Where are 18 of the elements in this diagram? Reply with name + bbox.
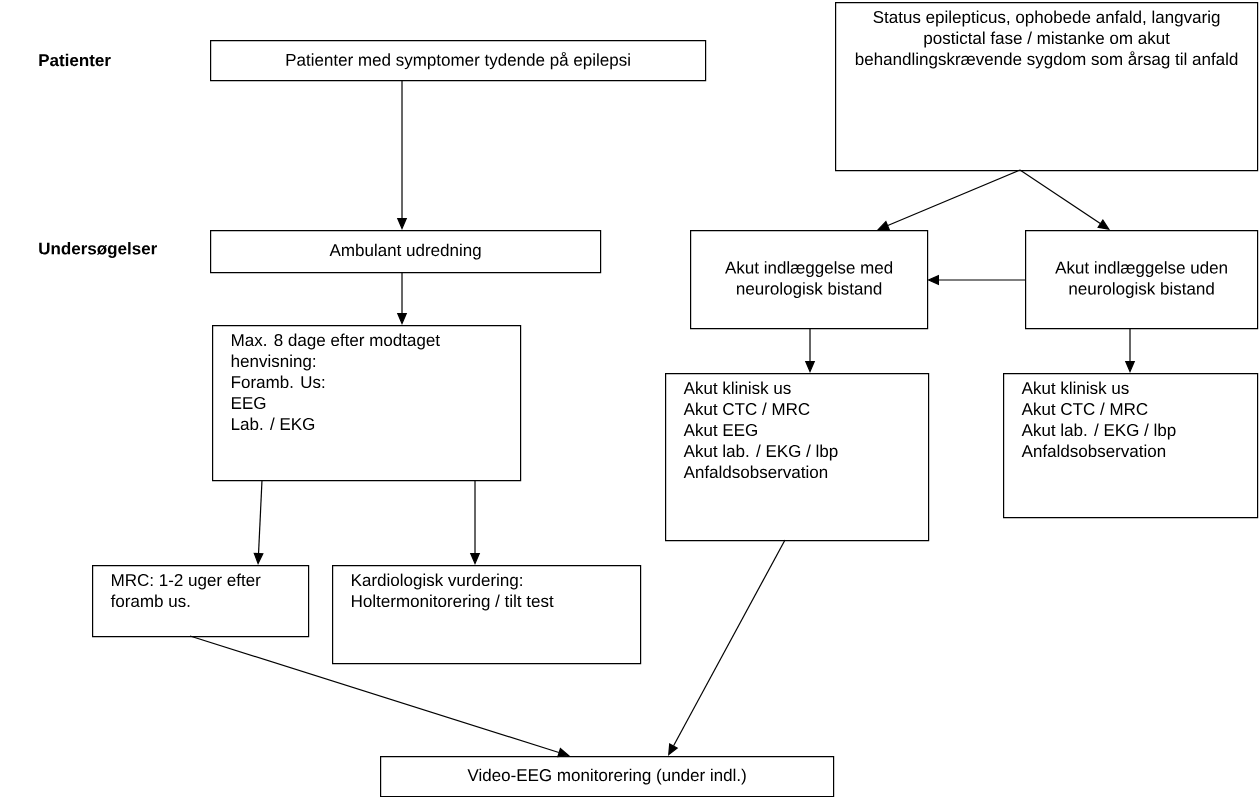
arrow (877, 169, 1021, 231)
process-box: MRC: 1-2 uger efter foramb us. (92, 565, 310, 638)
process-box: Akut indlæggelse uden neurologisk bistand (1025, 230, 1259, 330)
row-label: Patienter (39, 53, 111, 67)
arrow (253, 479, 264, 565)
arrow (668, 539, 786, 756)
arrow (1019, 169, 1110, 230)
process-box: Akut klinisk us Akut CTC / MRC Akut lab. / EKG / lbp Anfaldsobservation (1003, 373, 1259, 519)
process-box: Akut klinisk us Akut CTC / MRC Akut EEG Akut lab. / EKG / lbp Anfaldsobservation (665, 373, 930, 542)
process-box: Akut indlæggelse med neurologisk bistand (690, 230, 929, 330)
process-box: Kardiologisk vurdering: Holtermonitorering / tilt test (332, 565, 642, 665)
row-label: Undersøgelser (39, 242, 157, 258)
process-box: Video-EEG monitorering (under indl.) (380, 756, 835, 797)
process-box: Max. 8 dage efter modtaget henvisning: Foramb. Us: EEG Lab. / EKG (212, 325, 522, 482)
process-box: Status epilepticus, ophobede anfald, langvarig postictal fase / mistanke om akut behandlingskrævende sygdom som årsag til anfald (835, 2, 1259, 172)
process-box: Ambulant udredning (210, 230, 602, 274)
arrow (189, 635, 570, 758)
process-box: Patienter med symptomer tydende på epilepsi (210, 40, 707, 82)
